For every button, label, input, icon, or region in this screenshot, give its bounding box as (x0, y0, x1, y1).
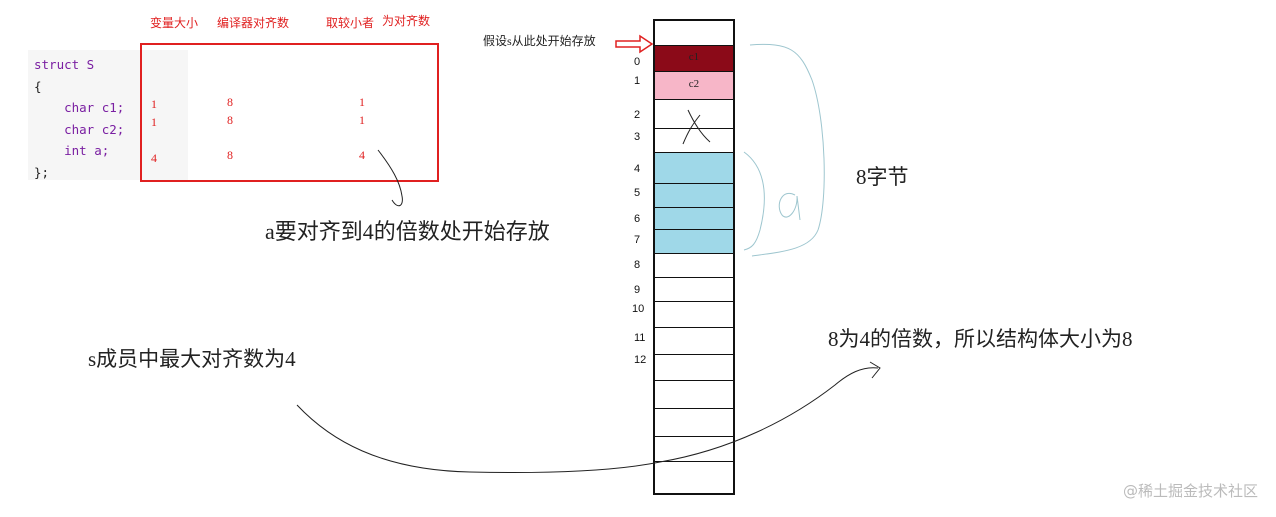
size-note: 8为4的倍数，所以结构体大小为8 (828, 327, 1133, 351)
mem-index-3: 3 (634, 131, 641, 143)
code-line-2: { (34, 78, 42, 94)
mem-index-1: 1 (634, 75, 641, 87)
header-var-size: 变量大小 (150, 16, 199, 30)
c1-label: c1 (688, 51, 700, 63)
mem-index-0: 0 (634, 56, 641, 68)
mem-cell-a-5 (655, 183, 733, 207)
mem-cell-c1: c1 (655, 45, 733, 71)
table-hook-arrow-icon (377, 149, 403, 207)
a-bracket-icon (743, 151, 765, 251)
mem-cell-c2: c2 (655, 71, 733, 99)
mem-index-7: 7 (634, 234, 641, 246)
alignment-table (140, 43, 439, 182)
c2-label: c2 (688, 78, 700, 90)
align-note: a要对齐到4的倍数处开始存放 (265, 219, 550, 244)
start-hint: 假设s从此处开始存放 (483, 34, 596, 48)
code-line-1: struct S (34, 57, 94, 72)
start-arrow-icon (615, 34, 654, 54)
mem-index-8: 8 (634, 259, 641, 271)
code-line-6: }; (34, 164, 50, 180)
mem-index-12: 12 (634, 354, 647, 366)
code-line-4: char c2; (34, 121, 125, 137)
row3-min: 4 (359, 148, 365, 162)
header-align-num: 为对齐数 (382, 14, 431, 28)
row1-compiler: 8 (227, 95, 233, 109)
mem-cell-a-7 (655, 229, 733, 253)
mem-cell-10 (655, 301, 733, 327)
mem-cell-9 (655, 277, 733, 301)
code-line-3: char c1; (34, 100, 125, 115)
mem-cell-13 (655, 380, 733, 408)
header-min: 取较小者 (326, 16, 375, 30)
bytes-brace-icon (749, 43, 825, 257)
bytes-label: 8字节 (856, 165, 909, 189)
memory-column: c1 c2 (653, 19, 735, 495)
row2-min: 1 (359, 113, 365, 127)
mem-cell-12 (655, 354, 733, 380)
mem-cell-16 (655, 461, 733, 495)
mem-cell-pad-2 (655, 99, 733, 128)
mem-cell-pad-3 (655, 128, 733, 152)
mem-cell-8 (655, 253, 733, 277)
row2-size: 1 (151, 115, 157, 129)
row2-compiler: 8 (227, 113, 233, 127)
mem-cell-a-4 (655, 152, 733, 183)
row1-min: 1 (359, 95, 365, 109)
mem-index-4: 4 (634, 163, 641, 175)
mem-index-5: 5 (634, 187, 641, 199)
header-compiler-align: 编译器对齐数 (217, 16, 290, 30)
row3-compiler: 8 (227, 148, 233, 162)
mem-index-11: 11 (634, 332, 646, 344)
mem-cell-11 (655, 327, 733, 354)
watermark: @稀土掘金技术社区 (1122, 482, 1258, 500)
row3-size: 4 (151, 151, 157, 165)
mem-index-6: 6 (634, 213, 641, 225)
code-block: struct S { char c1; char c2; int a; }; (28, 50, 188, 180)
mem-cell-15 (655, 436, 733, 461)
code-line-1-text: struct S (34, 57, 95, 72)
row1-size: 1 (151, 97, 157, 111)
max-align-note: s成员中最大对齐数为4 (88, 347, 296, 371)
curved-arrow-icon (296, 367, 879, 473)
padding-cross-icon (682, 109, 711, 145)
mem-cell-14 (655, 408, 733, 436)
mem-index-2: 2 (634, 109, 641, 121)
mem-cell-a-6 (655, 207, 733, 229)
code-line-5: int a; (34, 143, 110, 158)
curved-arrowhead-icon (869, 361, 881, 379)
a-mark-icon (778, 192, 801, 221)
mem-index-9: 9 (634, 284, 641, 296)
mem-index-10: 10 (632, 303, 645, 315)
